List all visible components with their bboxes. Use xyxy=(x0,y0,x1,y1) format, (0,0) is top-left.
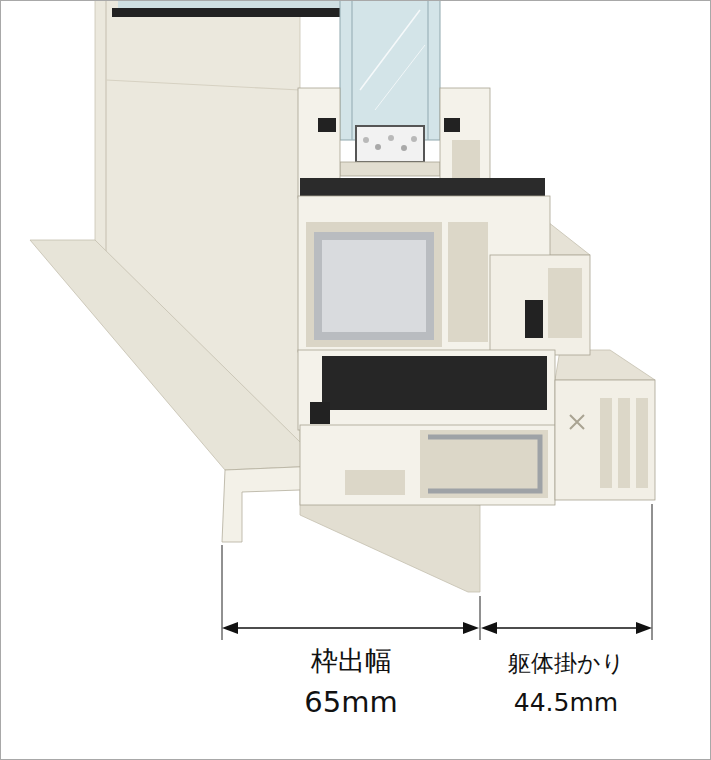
panel-seam xyxy=(106,80,300,90)
glazing-gasket xyxy=(444,118,460,132)
glass-reflection xyxy=(360,10,420,90)
profile-chamber xyxy=(420,430,548,498)
desiccant xyxy=(411,136,417,142)
weather-gasket xyxy=(525,300,543,338)
frame-step xyxy=(490,255,590,355)
extension-line xyxy=(652,504,653,640)
dimension-label: 65mm xyxy=(304,686,397,719)
dimension-label: 枠出幅 xyxy=(311,645,392,676)
dimension-label: 躯体掛かり xyxy=(508,650,625,676)
double-glazing xyxy=(340,0,440,140)
gasket-strip xyxy=(300,178,545,196)
profile-chamber xyxy=(636,398,648,488)
gasket xyxy=(310,402,330,424)
profile-chamber xyxy=(548,268,582,338)
dimension-line xyxy=(226,627,476,629)
frame-step xyxy=(555,380,655,500)
profile-chamber xyxy=(600,398,612,488)
glass-reflection xyxy=(375,45,425,110)
dimension-arrowhead xyxy=(222,622,238,634)
glazing-gasket xyxy=(318,118,336,132)
glass-spacer xyxy=(356,126,424,162)
extension-line xyxy=(480,596,481,640)
glazing-gasket-band xyxy=(112,8,340,17)
dimension-arrowhead xyxy=(636,622,652,634)
glass-pane-edge xyxy=(427,0,428,140)
extension-line xyxy=(222,545,223,640)
desiccant xyxy=(388,135,394,141)
profile-chamber xyxy=(448,222,488,342)
steel-reinforcement xyxy=(428,437,540,491)
dimension-line xyxy=(484,627,648,629)
panel-edge xyxy=(105,0,107,260)
steel-reinforcement xyxy=(314,232,434,340)
frame-profile xyxy=(298,350,555,430)
desiccant xyxy=(375,144,381,150)
dimension-label: 44.5mm xyxy=(514,689,618,718)
dimension-arrowhead xyxy=(463,622,479,634)
glass-pane-edge xyxy=(351,0,352,140)
profile-chamber xyxy=(618,398,630,488)
glass-band xyxy=(118,0,340,8)
profile-chamber xyxy=(345,470,405,495)
steel-reinforcement xyxy=(322,240,426,332)
dimension-arrowhead xyxy=(481,622,497,634)
insulation-strip xyxy=(322,356,547,410)
frame-profile xyxy=(300,425,555,505)
profile-chamber xyxy=(306,222,442,347)
desiccant xyxy=(401,145,407,151)
glass-support xyxy=(340,162,440,176)
profile-detail xyxy=(570,415,584,429)
desiccant xyxy=(363,137,369,143)
